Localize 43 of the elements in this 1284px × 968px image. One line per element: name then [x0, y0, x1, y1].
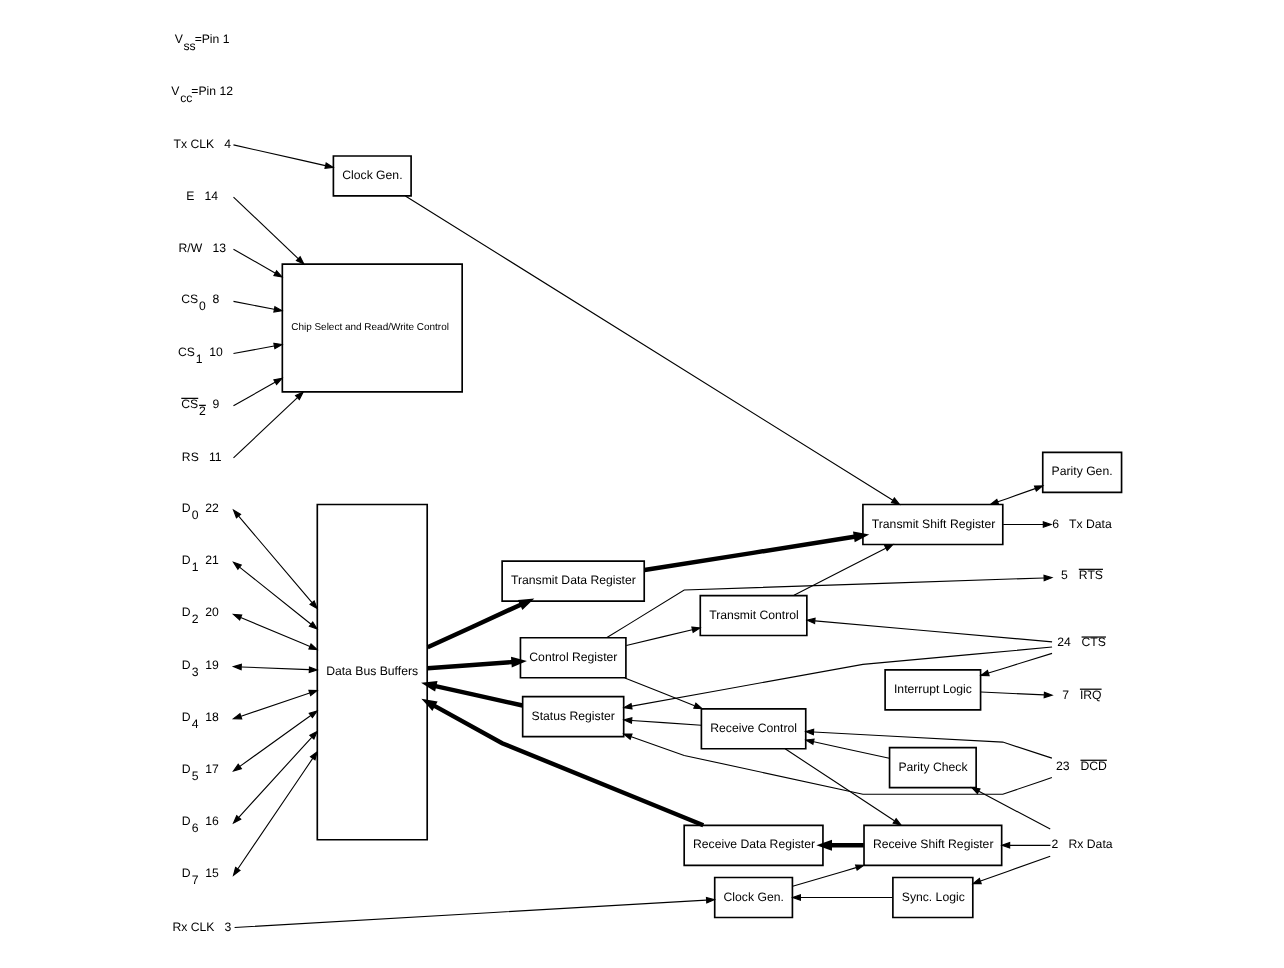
arrow: [980, 691, 1054, 699]
arrow: [1000, 841, 1052, 849]
arrow: [622, 646, 1053, 710]
arrow: [232, 750, 319, 877]
arrow: [232, 342, 284, 355]
arrow: [784, 748, 903, 827]
arrow: [988, 485, 1045, 506]
arrow: [232, 300, 284, 313]
arrow: [1002, 521, 1053, 529]
arrow: [622, 733, 1053, 795]
arrow: [606, 574, 1054, 639]
arrow: [232, 508, 319, 610]
arrow: [232, 730, 319, 825]
arrow: [622, 717, 702, 726]
arrow: [625, 626, 702, 646]
arrow: [421, 680, 524, 708]
arrow: [804, 728, 1053, 759]
arrow: [793, 543, 895, 596]
arrow: [231, 689, 319, 720]
arrow: [624, 677, 704, 710]
arrow: [232, 377, 284, 407]
arrow: [792, 864, 866, 887]
arrow: [804, 738, 890, 759]
arrow: [232, 709, 319, 772]
arrow: [231, 663, 319, 674]
arrow: [421, 698, 705, 828]
arrow: [232, 196, 306, 266]
arrow: [816, 839, 864, 851]
arrow: [805, 617, 1053, 643]
arrow: [970, 786, 1051, 830]
arrow: [232, 391, 305, 459]
arrow: [427, 656, 527, 671]
arrow: [644, 531, 870, 573]
arrow: [232, 561, 319, 631]
arrow: [234, 896, 717, 929]
arrow: [231, 613, 319, 651]
arrow: [979, 652, 1053, 677]
arrow: [971, 855, 1051, 885]
arrow: [404, 195, 901, 506]
arrow: [426, 598, 535, 650]
arrow: [232, 144, 335, 169]
arrow: [791, 894, 894, 901]
arrow: [232, 248, 284, 278]
